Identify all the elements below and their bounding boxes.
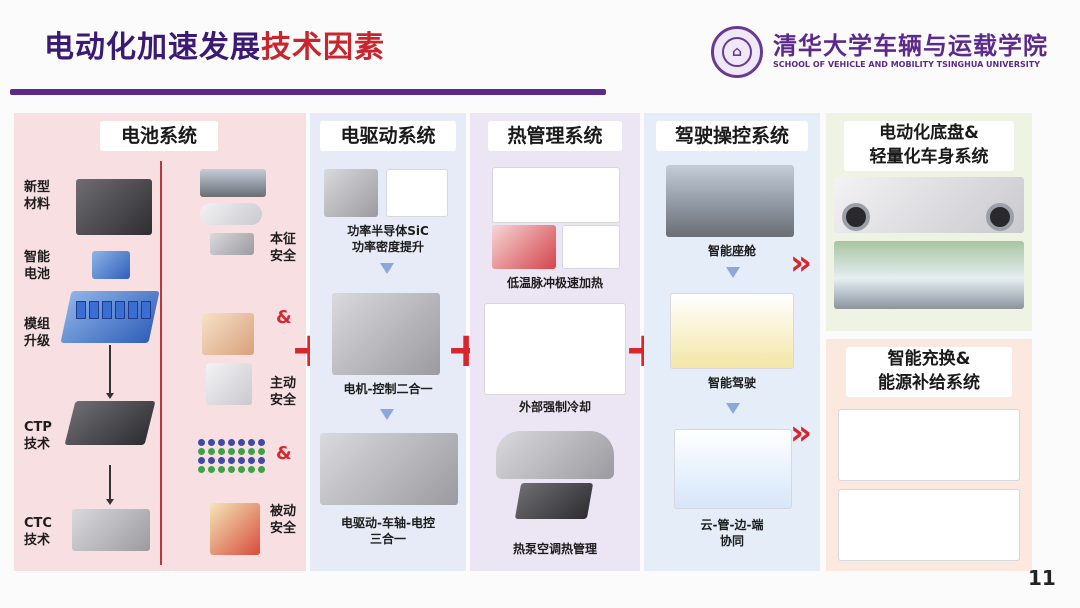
- battery-flow-arrow-1: [106, 393, 114, 399]
- passive-safety-label: 被动安全: [270, 504, 297, 536]
- driving-system-title: 驾驶操控系统: [656, 121, 808, 151]
- charging-swap-title: 智能充换& 能源补给系统: [846, 347, 1012, 397]
- driving-caption-cloud-edge: 云-管-边-端: [700, 518, 764, 532]
- intrinsic-image-3: [210, 233, 254, 255]
- charging-swap-panel: 智能充换& 能源补给系统: [826, 339, 1032, 571]
- cloud-edge-image: [674, 429, 792, 509]
- ctp-image: [64, 401, 156, 445]
- edrive-caption-three-in-one-1: 电驱动-车轴-电控: [341, 516, 435, 530]
- driving-caption-smart-driving: 智能驾驶: [707, 376, 756, 390]
- school-name-cn: 清华大学车辆与运载学院: [773, 32, 1048, 60]
- ampersand-1: &: [276, 307, 292, 328]
- swap-title-line-2: 能源补给系统: [878, 373, 980, 393]
- thermal-runaway-dot-grid: [198, 439, 266, 473]
- thermal-caption-pulse-heating: 低温脉冲极速加热: [506, 276, 603, 290]
- thermal-system-title: 热管理系统: [488, 121, 622, 151]
- chevron-right-icon-1: »: [790, 243, 812, 283]
- active-image-1: [202, 313, 254, 355]
- battery-flow-line-2: [109, 465, 111, 501]
- new-material-image: [76, 179, 152, 235]
- passive-image: [210, 503, 260, 555]
- ampersand-2: &: [276, 443, 292, 464]
- edrive-caption-power-density: 功率密度提升: [351, 240, 424, 254]
- forced-cooling-diagram: [484, 303, 626, 395]
- battery-item-ctc: CTC技术: [24, 516, 52, 548]
- chevron-right-icon-2: »: [790, 413, 812, 453]
- driving-arrow-1: [726, 267, 740, 278]
- title-underline: [10, 89, 606, 95]
- logo-emblem-icon: ⌂: [722, 37, 752, 67]
- chassis-title-line-2: 轻量化车身系统: [869, 147, 989, 167]
- three-in-one-image: [320, 433, 458, 505]
- title-part-1: 电动化加速发展: [44, 30, 261, 65]
- driving-system-panel: 驾驶操控系统 智能座舱 智能驾驶 云-管-边-端 协同: [644, 113, 820, 571]
- edrive-caption-three-in-one-2: 三合一: [369, 532, 406, 546]
- edrive-arrow-1: [380, 263, 394, 274]
- edrive-system-panel: 电驱动系统 功率半导体SiC 功率密度提升 电机-控制二合一 电驱动-车轴-电控…: [310, 113, 466, 571]
- pulse-heating-chart-1: [492, 225, 556, 269]
- battery-system-title: 电池系统: [100, 121, 218, 151]
- battery-flow-line-1: [109, 345, 111, 395]
- edrive-arrow-2: [380, 409, 394, 420]
- edrive-system-title: 电驱动系统: [320, 121, 456, 151]
- battery-divider: [160, 161, 162, 565]
- battery-item-smart-battery: 智能电池: [24, 250, 51, 282]
- intrinsic-image-2: [200, 203, 262, 225]
- intrinsic-image-1: [200, 169, 266, 197]
- motor-controller-image: [332, 293, 440, 375]
- heat-pump-car-image: [496, 431, 614, 479]
- thermal-system-panel: 热管理系统 低温脉冲极速加热 外部强制冷却 热泵空调热管理: [470, 113, 640, 571]
- pulse-heating-chart-2: [562, 225, 620, 269]
- battery-item-ctp: CTP技术: [24, 420, 52, 452]
- ctc-image: [72, 509, 150, 551]
- battery-system-panel: 电池系统 新型材料 智能电池 模组升级 CTP技术 CTC技术 本征安全 & 主…: [14, 113, 306, 571]
- smart-cockpit-image: [666, 165, 794, 237]
- thermal-caption-forced-cooling: 外部强制冷却: [518, 400, 591, 414]
- driving-arrow-2: [726, 403, 740, 414]
- pulse-heating-diagram: [492, 167, 620, 223]
- chassis-wheel-rear: [986, 203, 1014, 231]
- page-number: 11: [1028, 566, 1056, 590]
- battery-item-module-upgrade: 模组升级: [24, 317, 51, 349]
- driving-caption-collaboration: 协同: [719, 534, 744, 548]
- heat-pump-unit-image: [514, 483, 594, 519]
- school-name-en: SCHOOL OF VEHICLE AND MOBILITY TSINGHUA …: [773, 60, 1041, 69]
- edrive-caption-two-in-one: 电机-控制二合一: [343, 382, 433, 396]
- energy-supply-network-diagram: [838, 409, 1020, 481]
- chassis-system-title: 电动化底盘& 轻量化车身系统: [844, 121, 1014, 171]
- chassis-system-panel: 电动化底盘& 轻量化车身系统: [826, 113, 1032, 331]
- autonomous-bus-image: [834, 241, 1024, 309]
- smart-driving-image: [670, 293, 794, 369]
- battery-swap-station-diagram: [838, 489, 1020, 561]
- sic-chip-image: [386, 169, 448, 217]
- battery-cells: [76, 301, 151, 319]
- sic-module-image: [324, 169, 378, 217]
- swap-title-line-1: 智能充换&: [887, 349, 971, 369]
- smart-battery-image: [92, 251, 130, 279]
- intrinsic-safety-label: 本征安全: [270, 232, 297, 264]
- chassis-title-line-1: 电动化底盘&: [879, 123, 979, 143]
- active-image-2: [206, 363, 252, 405]
- chassis-wheel-front: [842, 203, 870, 231]
- battery-flow-arrow-2: [106, 499, 114, 505]
- edrive-caption-sic: 功率半导体SiC: [347, 224, 429, 238]
- thermal-caption-heat-pump: 热泵空调热管理: [512, 542, 597, 556]
- tsinghua-logo: ⌂: [711, 26, 763, 78]
- battery-item-new-material: 新型材料: [24, 180, 51, 212]
- slide-title: 电动化加速发展技术因素: [44, 22, 385, 66]
- driving-caption-smart-cockpit: 智能座舱: [707, 244, 756, 258]
- active-safety-label: 主动安全: [270, 376, 297, 408]
- title-part-2: 技术因素: [261, 30, 385, 65]
